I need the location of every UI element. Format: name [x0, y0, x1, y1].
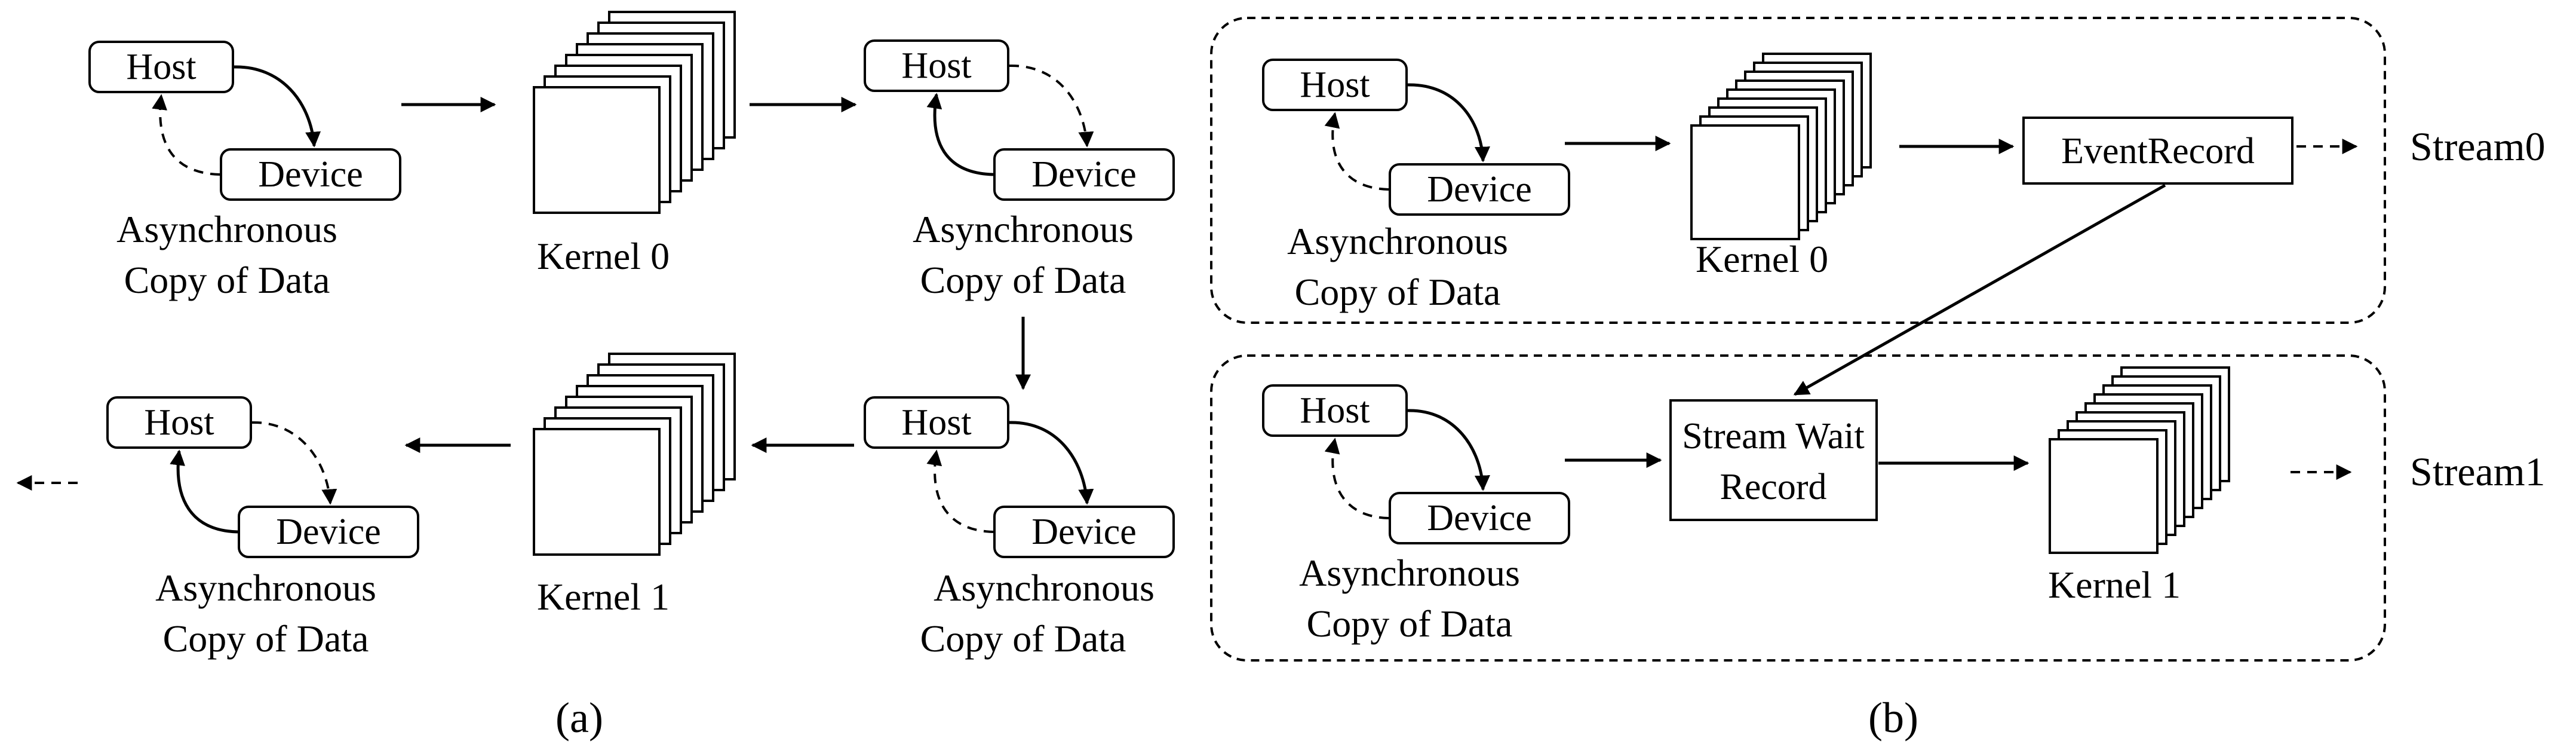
device-label: Device: [1031, 154, 1137, 195]
device-box: [1389, 163, 1570, 216]
copy-label-line1: Asynchronous: [116, 208, 337, 250]
device-to-host-arrow: [926, 93, 994, 176]
device-to-host-dashed-arrow: [152, 94, 220, 176]
stream-wait-label-line1: Stream Wait: [1682, 416, 1865, 457]
copy-label-line1: Asynchronous: [155, 567, 376, 609]
caption-a: (a): [555, 694, 603, 742]
kernel-layer: [1690, 124, 1800, 240]
host-to-device-arrow: [1407, 409, 1490, 491]
kernel-layer: [533, 86, 661, 214]
host-box: [88, 41, 234, 93]
kernel-layer: [533, 428, 661, 556]
device-label: Device: [258, 154, 363, 195]
device-box: [238, 506, 419, 558]
copy-label-line1: Asynchronous: [934, 567, 1155, 609]
a-copy-group-4: Host Device Asynchronous Copy of Data: [106, 396, 419, 660]
copy-label-line2: Copy of Data: [1295, 271, 1501, 313]
kernel-0-stack: Kernel 0: [533, 11, 736, 277]
host-box: [1262, 384, 1408, 437]
kernel-0-label: Kernel 0: [1696, 238, 1828, 280]
copy-label-line1: Asynchronous: [913, 208, 1134, 250]
copy-label-line2: Copy of Data: [163, 617, 369, 660]
copy-label-line2: Copy of Data: [920, 617, 1126, 660]
host-to-device-arrow: [1009, 421, 1094, 505]
host-label: Host: [144, 402, 214, 443]
b-kernel-0-stack: Kernel 0: [1690, 53, 1872, 280]
kernel-1-label: Kernel 1: [2048, 564, 2181, 606]
device-label: Device: [1031, 512, 1137, 552]
copy-label-line2: Copy of Data: [124, 259, 330, 301]
device-to-host-dashed-arrow: [1324, 112, 1389, 191]
kernel-1-stack: Kernel 1: [533, 353, 736, 618]
kernel-0-label: Kernel 0: [537, 235, 670, 277]
kernel-1-label: Kernel 1: [537, 576, 670, 618]
device-label: Device: [276, 512, 381, 552]
stream1-frame: [1210, 354, 2386, 662]
host-label: Host: [126, 47, 196, 87]
copy-label-line2: Copy of Data: [1307, 602, 1513, 645]
copy-label-line1: Asynchronous: [1299, 552, 1520, 594]
host-box: [864, 396, 1009, 449]
kernel-layer: [2049, 438, 2159, 554]
b-kernel-1-stack: Kernel 1: [2048, 366, 2230, 606]
copy-label-line1: Asynchronous: [1287, 220, 1508, 262]
stream0-frame: [1210, 17, 2386, 324]
b-stream1-copy-group: Host Device Asynchronous Copy of Data: [1262, 384, 1570, 645]
event-record-label: EventRecord: [2061, 131, 2255, 172]
device-box: [993, 148, 1175, 201]
device-label: Device: [1427, 498, 1532, 538]
device-to-host-arrow: [170, 449, 238, 534]
b-stream0-copy-group: Host Device Asynchronous Copy of Data: [1262, 59, 1570, 313]
copy-label-line2: Copy of Data: [920, 259, 1126, 301]
device-box: [993, 506, 1175, 558]
host-to-device-dashed-arrow: [1009, 64, 1094, 148]
host-to-device-arrow: [234, 65, 321, 148]
caption-b: (b): [1868, 694, 1918, 742]
device-to-host-dashed-arrow: [1324, 437, 1389, 519]
event-record-box: [2022, 117, 2293, 185]
host-to-device-dashed-arrow: [251, 421, 337, 505]
host-box: [106, 396, 252, 449]
host-label: Host: [901, 45, 971, 86]
stream0-label: Stream0: [2410, 124, 2546, 169]
host-box: [1262, 59, 1408, 111]
host-to-device-arrow: [1407, 83, 1490, 163]
host-label: Host: [1300, 65, 1370, 105]
device-box: [1389, 492, 1570, 544]
device-box: [220, 148, 401, 201]
host-label: Host: [1300, 390, 1370, 431]
device-label: Device: [1427, 169, 1532, 210]
a-copy-group-3: Host Device Asynchronous Copy of Data: [864, 396, 1175, 660]
stream1-label: Stream1: [2410, 449, 2546, 494]
stream-wait-label-line2: Record: [1720, 467, 1826, 507]
event-dependency-arrow: [1793, 183, 2166, 396]
host-label: Host: [901, 402, 971, 443]
stream-wait-record-box: [1669, 399, 1878, 521]
a-copy-group-2: Host Device Asynchronous Copy of Data: [864, 39, 1175, 301]
host-box: [864, 39, 1009, 92]
a-copy-group-1: Host Device Asynchronous Copy of Data: [88, 41, 401, 301]
device-to-host-dashed-arrow: [926, 449, 994, 533]
